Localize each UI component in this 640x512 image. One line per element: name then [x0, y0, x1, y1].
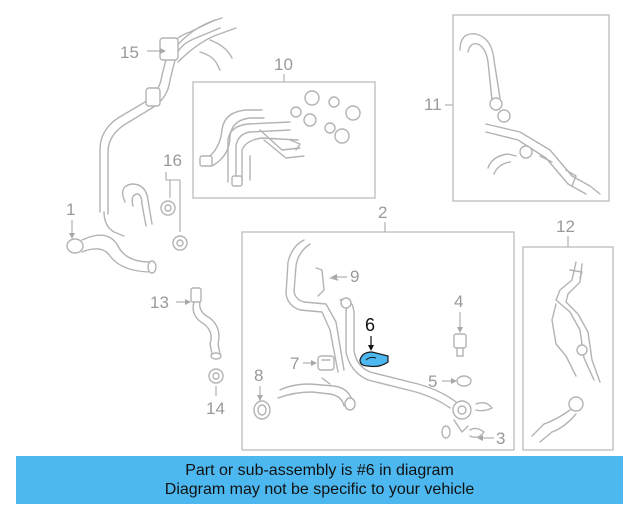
label-15: 15	[120, 43, 139, 62]
label-10: 10	[274, 55, 293, 74]
label-6: 6	[365, 315, 375, 335]
arrow-5	[451, 378, 457, 384]
label-1: 1	[66, 200, 75, 219]
part-16-clamp[interactable]	[160, 200, 188, 251]
label-9: 9	[350, 267, 359, 286]
part-1-hose[interactable]	[66, 183, 157, 274]
label-3: 3	[496, 429, 505, 448]
part-4-sensor[interactable]	[453, 333, 467, 357]
group-box-11	[452, 14, 610, 202]
label-2: 2	[378, 203, 387, 222]
label-5: 5	[428, 372, 437, 391]
arrow-8	[257, 395, 263, 401]
label-13: 13	[150, 293, 169, 312]
part-14-clamp[interactable]	[208, 368, 224, 384]
arrow-1	[69, 233, 75, 239]
part-7-clamp[interactable]	[317, 355, 335, 371]
arrow-3	[477, 435, 483, 441]
group-box-12	[522, 246, 614, 451]
group-box-2	[241, 231, 515, 451]
arrow-4	[457, 327, 463, 333]
arrow-7	[311, 360, 317, 366]
part-11-assembly[interactable]	[459, 33, 601, 195]
caption-line-1: Part or sub-assembly is #6 in diagram	[185, 462, 454, 479]
arrow-15	[160, 48, 166, 54]
label-4: 4	[454, 292, 463, 311]
part-8-flange[interactable]	[253, 400, 271, 420]
label-16: 16	[163, 151, 182, 170]
part-13-hose[interactable]	[190, 287, 222, 360]
label-14: 14	[206, 399, 225, 418]
label-12: 12	[556, 217, 575, 236]
caption-line-2: Diagram may not be specific to your vehi…	[164, 481, 475, 498]
part-15-pipe[interactable]	[99, 17, 237, 237]
leader-16	[165, 172, 181, 232]
part-10-assembly[interactable]	[199, 90, 361, 187]
part-6-highlighted[interactable]	[359, 351, 389, 368]
caption-bar: Part or sub-assembly is #6 in diagram Di…	[16, 456, 623, 504]
arrow-6	[368, 345, 374, 351]
label-7: 7	[290, 354, 299, 373]
label-8: 8	[254, 366, 263, 385]
arrow-13	[185, 299, 191, 305]
part-3-clip[interactable]	[441, 401, 493, 439]
part-12-assembly[interactable]	[531, 261, 601, 443]
part-2-assembly[interactable]	[277, 239, 472, 433]
label-11: 11	[424, 95, 442, 114]
part-5-o-ring[interactable]	[456, 375, 472, 387]
arrow-9	[331, 274, 337, 280]
